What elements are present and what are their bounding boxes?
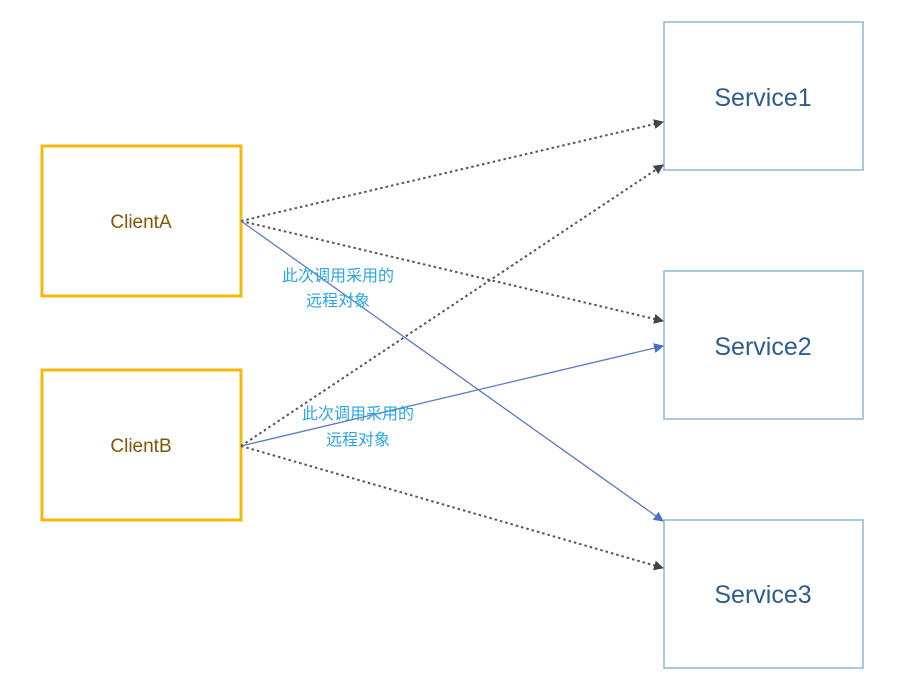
client-b-box[interactable]	[40, 368, 243, 522]
annotation-b-line2: 远程对象	[326, 430, 390, 449]
client-b-label: ClientB	[110, 436, 171, 457]
service2-label: Service2	[714, 333, 811, 361]
service1-label: Service1	[714, 84, 811, 112]
service2-box[interactable]	[663, 270, 864, 420]
edge-clienta-service1	[240, 119, 664, 222]
client-a-box[interactable]	[40, 144, 243, 298]
annotation-b-line1: 此次调用采用的	[302, 404, 414, 423]
edge-clientb-service2-selected	[240, 343, 664, 447]
edge-clienta-service2	[240, 220, 664, 324]
edge-clienta-service3-selected	[240, 220, 664, 522]
edge-clientb-service3	[240, 445, 664, 571]
service1-box[interactable]	[663, 21, 864, 171]
annotation-a-line1: 此次调用采用的	[282, 266, 394, 285]
service3-label: Service3	[714, 581, 811, 609]
service3-box[interactable]	[663, 519, 864, 669]
annotation-a-line2: 远程对象	[306, 291, 370, 310]
client-a-label: ClientA	[110, 212, 172, 233]
edge-clientb-service1	[240, 164, 664, 447]
